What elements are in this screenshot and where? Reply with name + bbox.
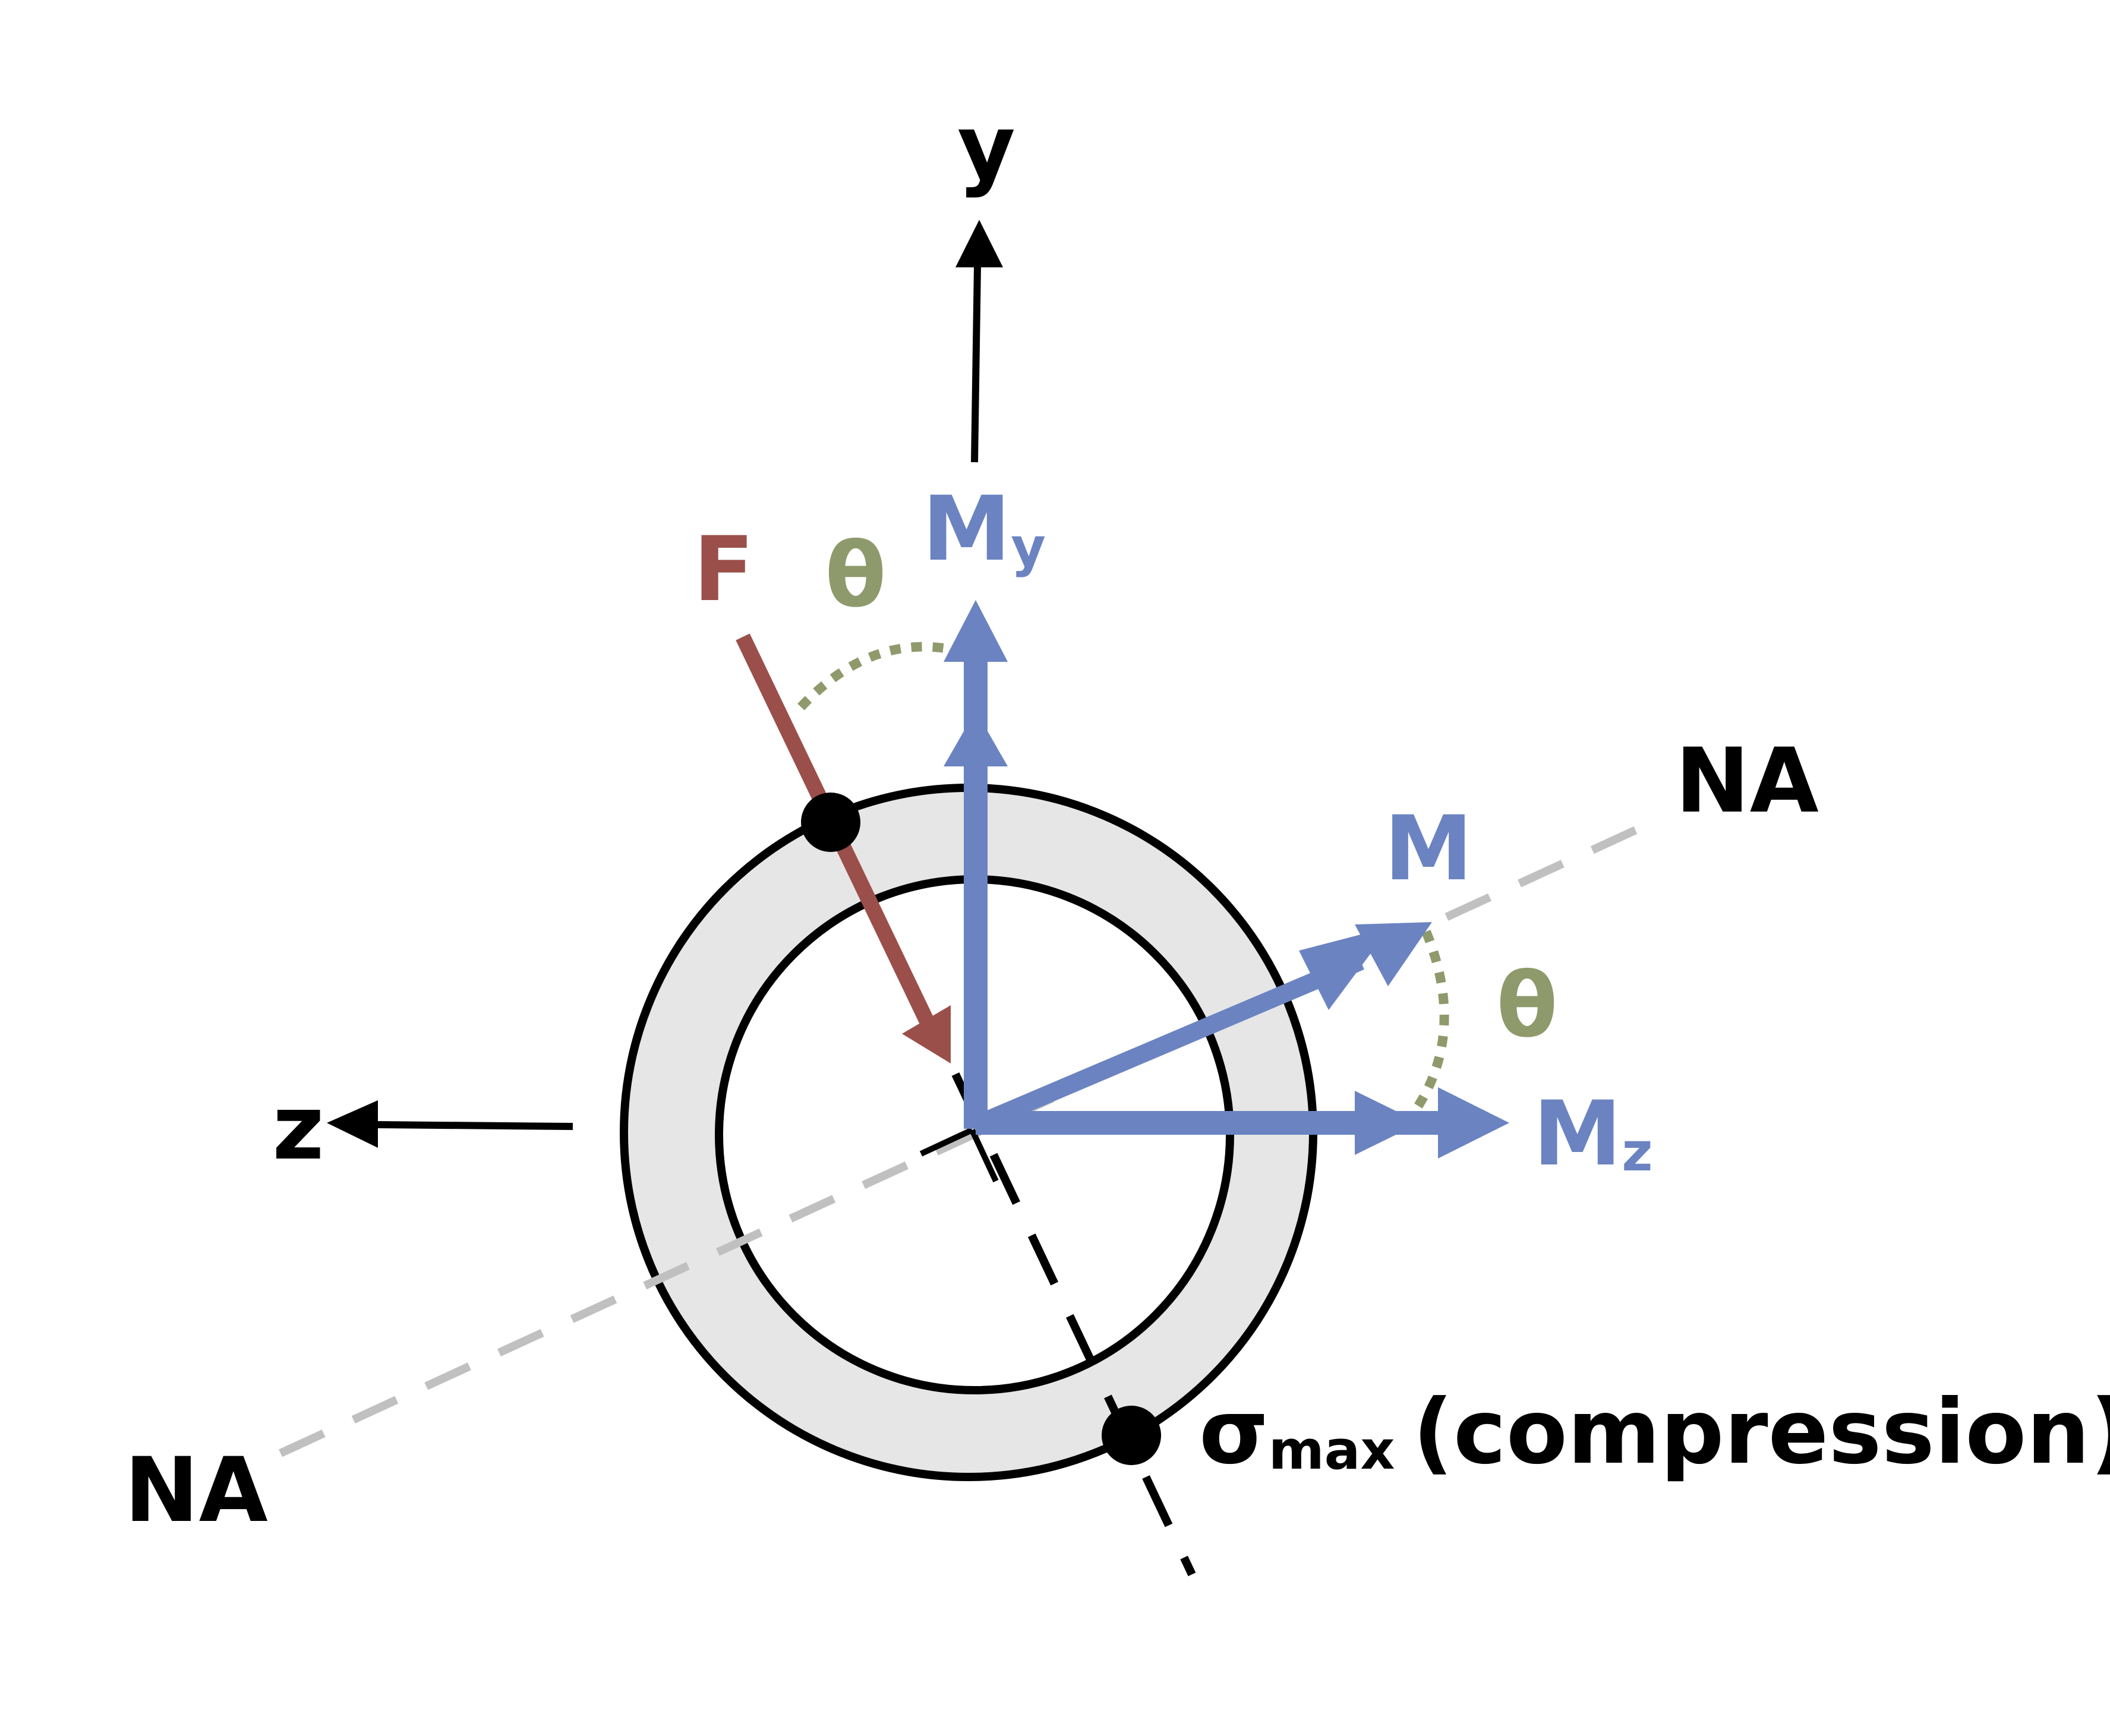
critical-point-compression	[1102, 1406, 1161, 1465]
y-axis-arrowhead	[955, 220, 1003, 267]
moment-resultant-arrowhead-outer	[1355, 922, 1432, 986]
moment-y-label: My	[922, 478, 1046, 581]
moment-z-label-sub: z	[1622, 1121, 1652, 1183]
force-label: F	[693, 518, 754, 621]
moment-resultant-label: M	[1384, 797, 1472, 901]
moment-y-label-main: M	[922, 478, 1011, 581]
moment-y-arrowhead-lower	[944, 711, 1008, 766]
theta-arc-top	[797, 642, 950, 711]
critical-point-tension	[801, 793, 860, 852]
moment-z-arrowhead-outer	[1438, 1087, 1509, 1159]
z-axis-arrowhead	[327, 1100, 378, 1148]
y-axis-label: y	[957, 96, 1015, 200]
moment-y-arrowhead-upper	[944, 600, 1008, 662]
moment-z-arrowhead-inner	[1355, 1091, 1420, 1155]
sigma-label-note: (compression)	[1412, 1381, 2110, 1484]
neutral-axis-label-upper: NA	[1675, 730, 1819, 833]
moment-y-arrow	[944, 600, 1008, 1129]
z-axis	[327, 1100, 573, 1148]
force-arrowhead	[902, 1005, 951, 1063]
y-axis	[955, 220, 1003, 463]
neutral-axis-line	[279, 816, 1660, 1457]
z-axis-label: z	[272, 1077, 324, 1180]
moment-z-label-main: M	[1533, 1082, 1622, 1186]
theta-arc-right	[1410, 929, 1449, 1115]
sigma-max-label: σmax (compression)	[1199, 1381, 2110, 1484]
max-stress-line	[951, 1072, 1196, 1576]
moment-resultant-arrow	[977, 922, 1432, 1131]
theta-label-top: θ	[825, 524, 886, 627]
neutral-axis-label-lower: NA	[124, 1439, 268, 1542]
theta-label-right: θ	[1496, 954, 1557, 1058]
moment-z-label: Mz	[1533, 1082, 1653, 1186]
moment-z-arrow	[976, 1087, 1509, 1159]
right-angle-marker	[919, 1127, 999, 1183]
moment-y-label-sub: y	[1011, 516, 1046, 579]
sigma-label-sub: max	[1269, 1419, 1395, 1482]
sigma-label-main: σ	[1199, 1381, 1269, 1484]
